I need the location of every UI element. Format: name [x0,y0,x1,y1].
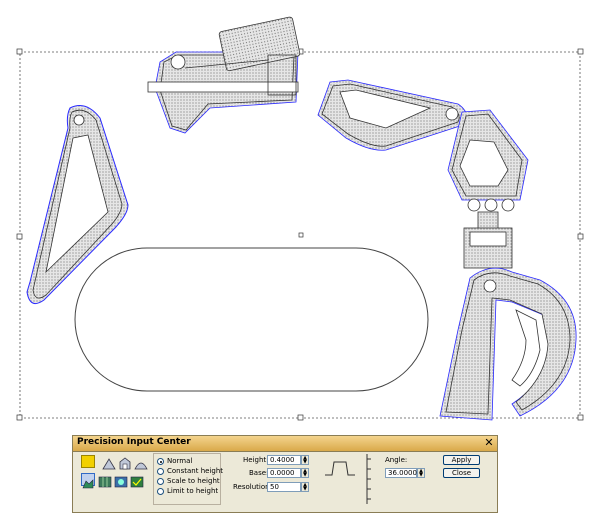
radio-constant-height[interactable] [157,468,164,475]
angle-field[interactable]: 36.0000 [385,468,417,478]
height-label: Height: [243,456,269,464]
base-label: Base: [249,469,269,477]
close-button[interactable]: Close [443,468,480,478]
radio-scale-to-height-label: Scale to height [167,477,220,485]
apply-button[interactable]: Apply [443,455,480,465]
base-spinner[interactable]: ▲▼ [301,468,309,478]
panel-titlebar[interactable]: Precision Input Center ✕ [73,436,497,452]
resolution-label: Resolution: [233,483,272,491]
angle-spinner[interactable]: ▲▼ [417,468,425,478]
step-profile-icon [325,458,355,478]
height-spinner[interactable]: ▲▼ [301,455,309,465]
angle-label: Angle: [385,456,408,464]
hook-claw-shape[interactable] [439,267,577,421]
base-field[interactable]: 0.0000 [267,468,301,478]
mode-radio-group [153,453,221,505]
resolution-field[interactable]: 50 [267,482,301,492]
height-field[interactable]: 0.4000 [267,455,301,465]
radio-normal-label: Normal [167,457,193,465]
knuckle-joint-shape[interactable] [447,109,529,269]
mesh-tool-icon[interactable] [98,473,112,488]
selection-handles[interactable] [16,48,584,421]
radio-constant-height-label: Constant height [167,467,224,475]
teardrop-link-shape[interactable] [26,105,129,305]
profile-tool-icon[interactable] [81,473,95,489]
bracket-assembly-shape[interactable] [147,16,301,134]
extrude-tool-icon[interactable] [118,455,132,470]
check-tool-icon[interactable] [130,473,144,488]
arm-link-shape[interactable] [317,79,468,151]
emboss-tool-icon[interactable] [134,455,148,470]
close-icon[interactable]: ✕ [484,436,494,449]
stadium-base-shape[interactable] [74,247,429,392]
radio-limit-to-height-label: Limit to height [167,487,219,495]
radio-normal[interactable] [157,458,164,465]
panel-title: Precision Input Center [77,437,191,447]
bevel-tool-icon[interactable] [102,455,116,470]
radio-scale-to-height[interactable] [157,478,164,485]
design-canvas[interactable] [0,0,600,428]
radio-limit-to-height[interactable] [157,488,164,495]
texture-tool-icon[interactable] [114,473,128,488]
vertical-ruler-icon [365,454,373,504]
precision-input-panel: Precision Input Center ✕ Normal Constant… [72,435,498,513]
resolution-spinner[interactable]: ▲▼ [301,482,309,492]
color-swatch-icon[interactable] [81,455,95,468]
